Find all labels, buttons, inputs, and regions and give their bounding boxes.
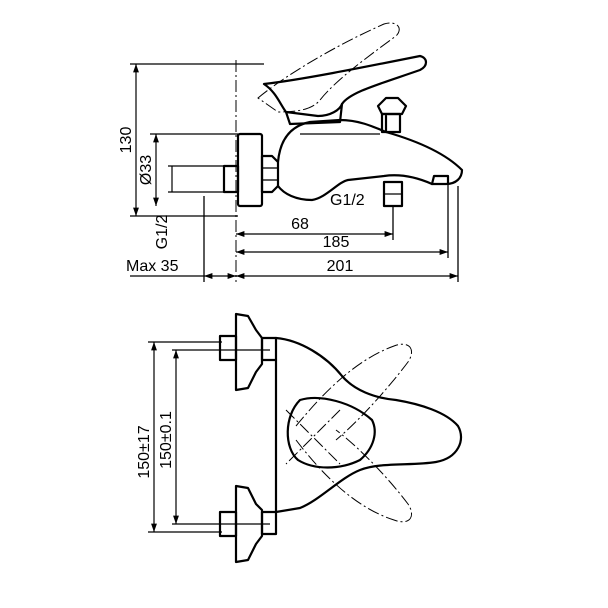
shower-outlet [382,180,404,208]
dim-max-35: Max 35 [126,258,179,275]
dim-length-185: 185 [323,234,350,251]
body-outline [274,336,463,514]
dim-thread-g12-inlet: G1/2 [154,215,171,250]
lever-swing-positions [285,343,412,523]
upper-flange [218,312,278,392]
dim-height-130: 130 [118,127,135,154]
dim-diameter-33: Ø33 [138,155,155,185]
dim-length-68: 68 [291,216,309,233]
top-view: 150±17 150±0.1 [136,312,463,564]
dim-spacing-150-01: 150±0.1 [158,411,175,469]
lever-open-position [257,22,400,113]
dim-spacing-150-17: 150±17 [136,425,153,478]
dim-length-201: 201 [327,258,354,275]
dim-thread-g12-outlet: G1/2 [330,192,365,209]
diverter-knob [376,96,408,134]
faucet-body [276,118,464,202]
wall-eccentric [222,132,280,208]
side-view: 130 Ø33 G1/2 Max 35 68 185 201 G1/2 [118,22,464,282]
